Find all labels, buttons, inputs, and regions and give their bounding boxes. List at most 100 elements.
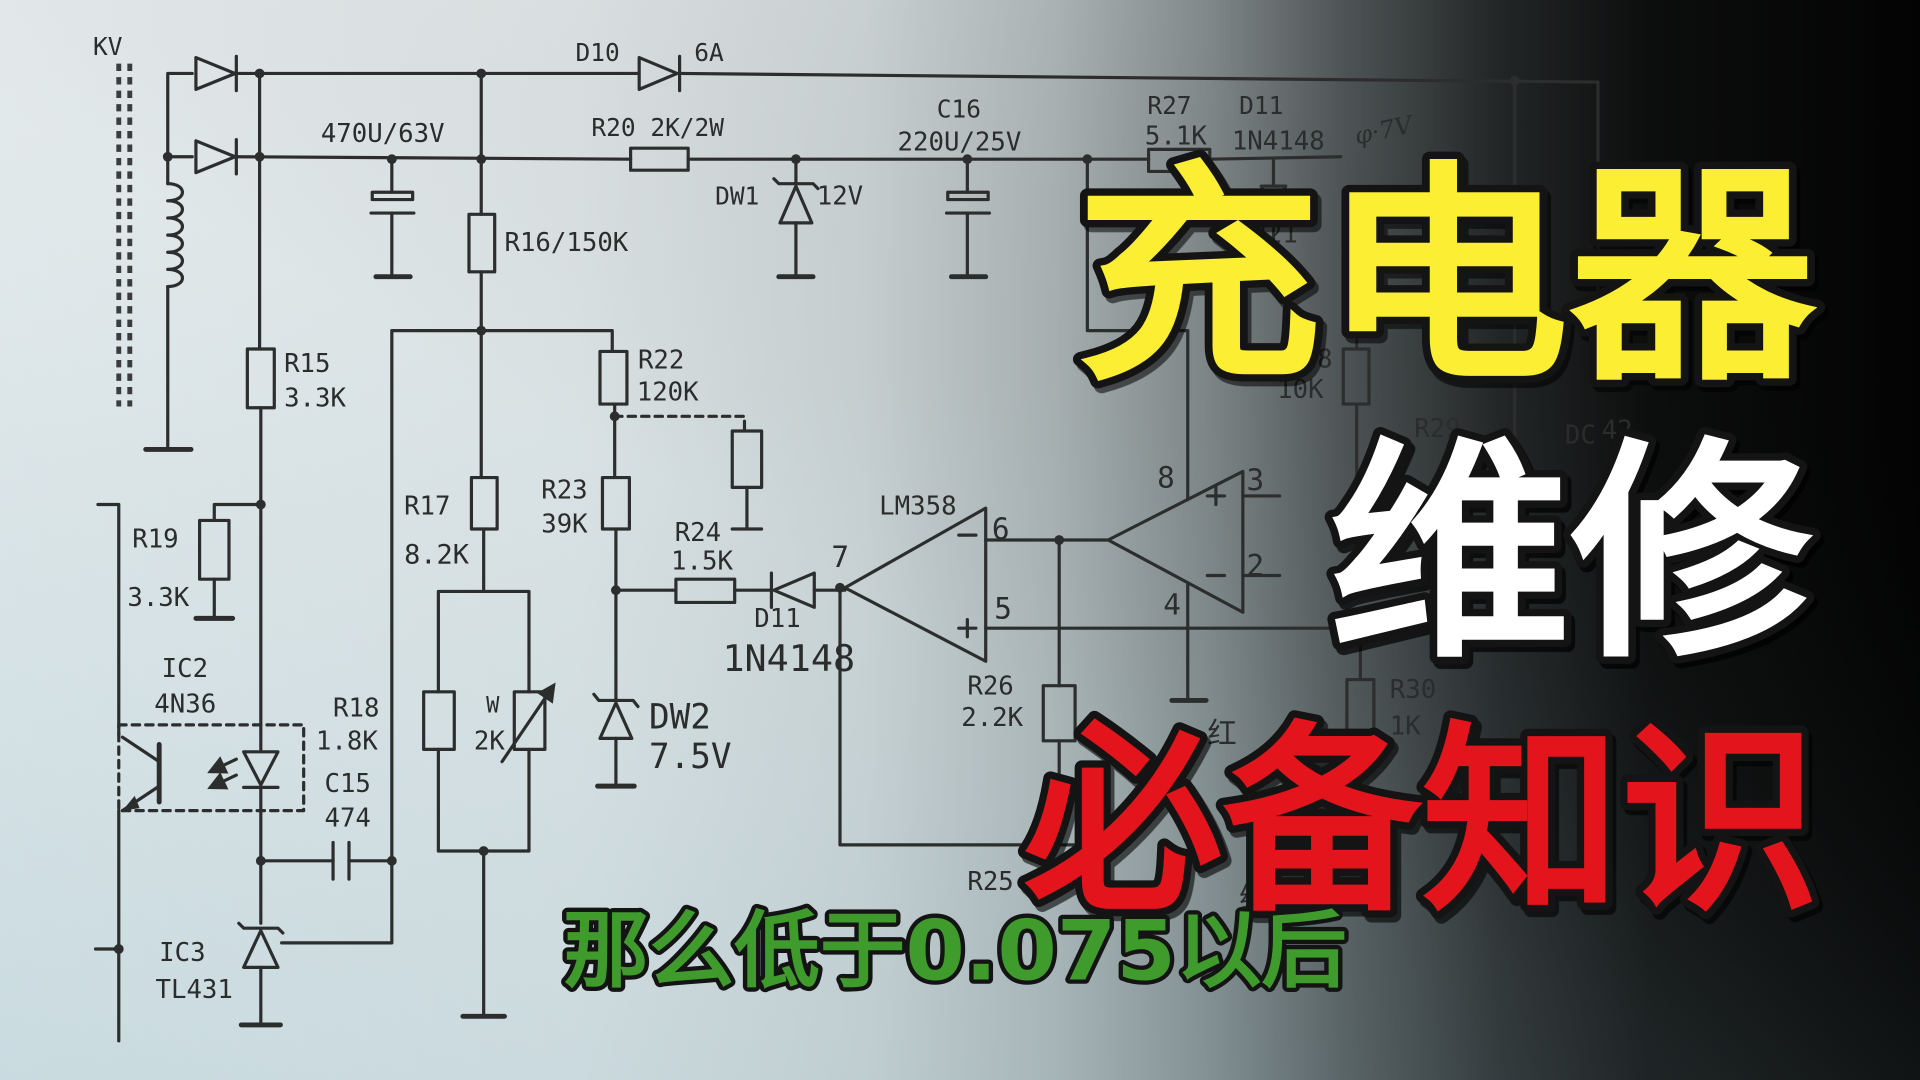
label-ic2: IC2	[162, 654, 208, 684]
label-r29: R29	[1414, 414, 1460, 444]
label-dc: DC	[1565, 420, 1596, 450]
title-line-3: 必备知识	[1024, 703, 1820, 939]
label-r19-value: 3.3K	[127, 583, 189, 613]
label-d10: D10	[576, 38, 620, 67]
label-r18-value: 1.8K	[316, 726, 378, 756]
rectifier-diode-top	[194, 54, 238, 93]
label-r15-value: 3.3K	[284, 384, 346, 414]
label-r20: R20 2K/2W	[591, 113, 724, 142]
label-r18: R18	[333, 693, 379, 723]
label-d11-top: D11	[1239, 91, 1283, 120]
zener-dw1	[772, 177, 820, 225]
label-d11-top-part: 1N4148	[1232, 126, 1325, 156]
label-r25: R25	[967, 867, 1013, 897]
ground-symbols	[143, 274, 1209, 1028]
title-line-2: 维修	[1329, 418, 1814, 689]
transformer-core	[116, 63, 133, 407]
resistor-r16	[467, 212, 497, 274]
capacitor-470u	[369, 190, 416, 215]
diode-d11-top	[1259, 184, 1288, 220]
label-r27-value: 5.1K	[1145, 121, 1207, 151]
label-w: W	[486, 694, 500, 719]
label-pin5: 5	[994, 591, 1012, 625]
label-lm358: LM358	[879, 491, 956, 521]
label-r24-value: 1.5K	[671, 546, 733, 576]
label-c16: C16	[937, 95, 981, 124]
label-c15-value: 474	[324, 804, 370, 834]
circuit-schematic: KV D10 6A 470U/63V R20 2K/2W C16 220U/25…	[93, 32, 1633, 1043]
regulator-tl431	[237, 921, 285, 969]
label-r28-value: 10K	[1277, 375, 1324, 405]
label-ic-partial: 321	[1251, 219, 1297, 249]
label-r17-value: 8.2K	[404, 539, 470, 570]
resistor-r15	[245, 347, 276, 410]
resistor-r30	[1345, 678, 1376, 737]
label-red-led: 红	[1207, 716, 1236, 750]
label-r28-partial: 28	[1302, 344, 1333, 374]
resistor-r23	[600, 475, 631, 531]
label-dw2: DW2	[649, 698, 711, 738]
label-r26-value: 2.2K	[961, 703, 1023, 733]
resistor-dashed	[730, 429, 764, 489]
potentiometer-w	[500, 682, 556, 764]
resistor-parallel	[422, 690, 456, 751]
label-d11: D11	[754, 604, 800, 634]
light-arrow	[207, 756, 238, 774]
label-r19: R19	[132, 524, 178, 554]
led-symbol	[242, 750, 280, 787]
resistor-r19	[198, 518, 231, 581]
label-r22: R22	[638, 346, 684, 376]
opamp-lm358-a	[843, 506, 988, 663]
label-r16: R16/150K	[504, 228, 628, 258]
label-r23-value: 39K	[541, 510, 588, 540]
label-r30: R30	[1390, 675, 1436, 705]
label-r23: R23	[541, 475, 587, 505]
wires	[93, 71, 1600, 1043]
label-ic2-part: 4N36	[154, 690, 216, 720]
label-c15: C15	[324, 769, 370, 799]
label-r27: R27	[1147, 91, 1191, 120]
resistor-r22	[598, 349, 629, 406]
label-w-value: 2K	[474, 726, 505, 756]
resistor-r24	[674, 577, 737, 605]
rectifier-diode-bottom	[194, 138, 238, 176]
label-d11-part: 1N4148	[722, 637, 855, 680]
label-ic3: IC3	[159, 938, 205, 968]
label-pin3: 3	[1247, 463, 1265, 497]
resistor-r27	[1146, 147, 1212, 174]
transformer-secondary-coil	[166, 182, 184, 289]
label-r17: R17	[404, 491, 450, 521]
label-pin7: 7	[831, 540, 849, 574]
resistor-r28	[1341, 347, 1371, 406]
title-overlay: 充电器 维修 必备知识 那么低于0.075以后	[559, 134, 1827, 1004]
label-c-main: 470U/63V	[321, 119, 445, 149]
capacitor-c15	[331, 840, 351, 881]
dashed-wire	[613, 414, 747, 433]
subtitle-caption: 那么低于0.075以后	[563, 903, 1347, 1000]
label-c16-value: 220U/25V	[898, 128, 1022, 158]
zener-dw2	[592, 692, 640, 740]
diode-d11	[769, 571, 816, 609]
label-pin4: 4	[1163, 588, 1181, 622]
label-pin6: 6	[992, 512, 1010, 546]
label-kv: KV	[93, 32, 123, 61]
component-labels: KV D10 6A 470U/63V R20 2K/2W C16 220U/25…	[93, 32, 1633, 1005]
label-dw1-value: 12V	[817, 181, 863, 211]
label-r30-value: 1K	[1390, 712, 1421, 742]
capacitor-c16	[944, 190, 991, 215]
resistor-r17	[469, 475, 499, 531]
label-pin8: 8	[1157, 460, 1175, 494]
junction-dots	[113, 68, 1520, 954]
optocoupler-4n36	[117, 723, 306, 813]
label-pin2: 2	[1247, 549, 1265, 583]
label-dw1: DW1	[715, 181, 759, 210]
label-green-led: 绿	[1239, 882, 1268, 916]
label-r26: R26	[967, 671, 1013, 701]
resistor-r26	[1041, 684, 1077, 743]
label-dw2-value: 7.5V	[649, 737, 732, 777]
label-r22-value: 120K	[637, 377, 699, 407]
label-r24: R24	[675, 518, 721, 548]
resistor-r20	[629, 146, 690, 172]
opamp-lm358-b	[1106, 469, 1245, 614]
